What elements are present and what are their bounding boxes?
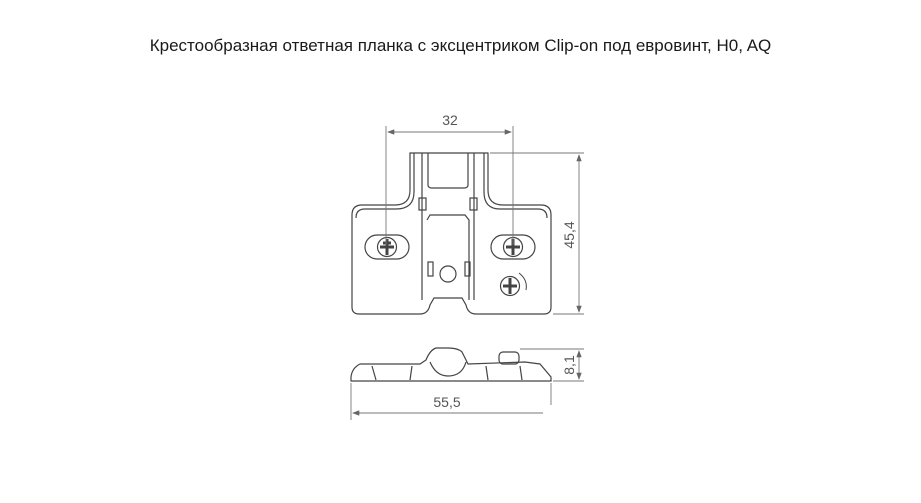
product-title: Крестообразная ответная планка с эксцент… bbox=[149, 36, 772, 55]
dim-thickness: 8,1 bbox=[561, 355, 577, 375]
left-slot bbox=[364, 234, 410, 260]
left-screw-icon bbox=[376, 236, 398, 258]
center-hole bbox=[439, 265, 457, 283]
dim-height: 45,4 bbox=[561, 221, 577, 248]
dimension-lines bbox=[350, 126, 584, 420]
dim-hole-spacing: 32 bbox=[442, 112, 458, 128]
dim-width: 55,5 bbox=[433, 394, 460, 410]
eccentric-screw-icon bbox=[499, 275, 521, 297]
top-view bbox=[351, 152, 552, 315]
side-view bbox=[350, 347, 552, 382]
